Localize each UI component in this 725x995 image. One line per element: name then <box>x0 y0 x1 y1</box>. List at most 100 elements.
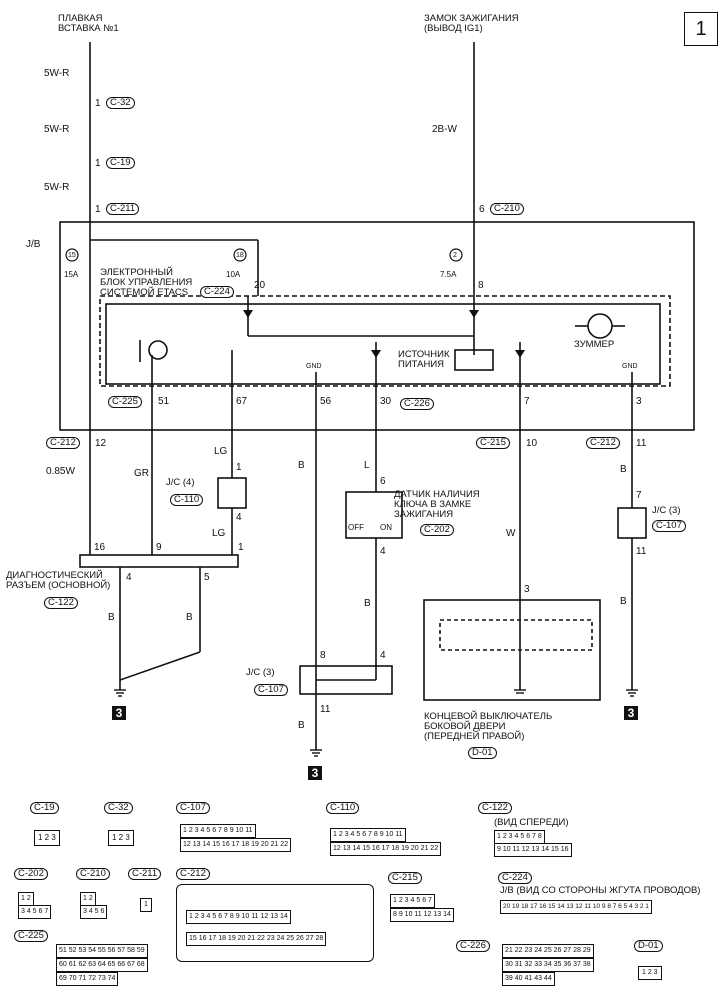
gnd-label: GND <box>306 363 322 370</box>
pin-label: 4 <box>380 650 386 661</box>
wire-label: 0.85W <box>46 466 75 477</box>
switch-off-label: OFF <box>348 523 364 532</box>
connector-caption: J/B (ВИД СО СТОРОНЫ ЖГУТА ПРОВОДОВ) <box>500 885 701 896</box>
connector-tag: C-212 <box>176 868 210 880</box>
jc3-label: J/C (3) <box>246 667 275 678</box>
wire-label: LG <box>212 528 226 539</box>
ignition-title: ЗАМОК ЗАЖИГАНИЯ (ВЫВОД IG1) <box>424 13 519 34</box>
ground-marker: 3 <box>112 706 126 720</box>
pin-label: 51 <box>158 396 170 407</box>
pin-label: 1 <box>95 204 101 215</box>
etacs-inner-box <box>105 303 661 385</box>
connector-tag: C-19 <box>30 802 59 814</box>
connector-pinout-row: 8 9 10 11 12 13 14 <box>390 908 454 922</box>
connector-pinout-row: 69 70 71 72 73 74 <box>56 972 119 986</box>
wire-label: B <box>108 612 115 623</box>
connector-pinout-row: 3 4 5 6 7 <box>18 905 52 919</box>
connector-tag: C-122 <box>44 597 78 609</box>
connector-caption: (ВИД СПЕРЕДИ) <box>494 817 569 828</box>
fuse-number: 2 <box>453 252 457 259</box>
switch-on-label: ON <box>380 523 392 532</box>
fuse-amp: 15A <box>64 270 79 279</box>
pin-label: 4 <box>380 546 386 557</box>
connector-tag: C-211 <box>128 868 162 880</box>
connector-pinout-row: 1 2 3 4 5 6 7 8 9 10 11 12 13 14 <box>186 910 291 924</box>
pin-label: 11 <box>636 546 647 557</box>
connector-tag: C-107 <box>176 802 210 814</box>
pin-label: 56 <box>320 396 332 407</box>
pin-label: 6 <box>479 204 485 215</box>
jc4-label: J/C (4) <box>166 477 195 488</box>
pin-label: 3 <box>636 396 642 407</box>
fuse-number: 15 <box>68 252 76 259</box>
connector-tag: C-202 <box>14 868 48 880</box>
key-sensor-label: ДАТЧИК НАЛИЧИЯ КЛЮЧА В ЗАМКЕ ЗАЖИГАНИЯ <box>394 489 480 520</box>
fuse-amp: 10A <box>226 270 241 279</box>
pin-label: 11 <box>636 438 647 449</box>
pin-label: 4 <box>236 512 242 523</box>
fuse-amp: 7.5A <box>440 270 457 279</box>
connector-pinout-row: 1 2 3 4 5 6 7 8 9 10 11 <box>180 824 256 838</box>
pin-label: 10 <box>526 438 538 449</box>
pin-label: 9 <box>156 542 162 553</box>
connector-tag: C-122 <box>478 802 512 814</box>
pin-label: 1 <box>95 98 101 109</box>
wire-label: B <box>364 598 371 609</box>
connector-tag: D-01 <box>468 747 497 759</box>
jb-label: J/B <box>26 239 41 250</box>
connector-tag: C-32 <box>104 802 133 814</box>
pin-label: 3 <box>524 584 530 595</box>
connector-pinout: 1 2 3 <box>638 966 662 980</box>
connector-pinout-row: 12 13 14 15 16 17 18 19 20 21 22 <box>180 838 292 852</box>
wire-label: L <box>364 460 370 471</box>
connector-pinout-row: 39 40 41 43 44 <box>502 972 555 986</box>
connector-tag: C-212 <box>46 437 80 449</box>
pin-label: 1 <box>238 542 244 553</box>
pin-label: 7 <box>524 396 530 407</box>
etacs-box <box>99 295 671 387</box>
connector-pinout-row: 9 10 11 12 13 14 15 16 <box>494 843 572 857</box>
connector-tag: C-215 <box>476 437 510 449</box>
connector-pinout-row: 12 13 14 15 16 17 18 19 20 21 22 <box>330 842 442 856</box>
wire-label: 5W-R <box>44 182 70 193</box>
ground-marker: 3 <box>624 706 638 720</box>
wire-label: 5W-R <box>44 124 70 135</box>
connector-tag: C-226 <box>456 940 490 952</box>
connector-tag: D-01 <box>634 940 663 952</box>
page-number: 1 <box>684 12 718 46</box>
connector-pinout-row: 60 61 62 63 64 65 66 67 68 <box>56 958 148 972</box>
pin-label: 7 <box>636 490 642 501</box>
door-switch-label: КОНЦЕВОЙ ВЫКЛЮЧАТЕЛЬ БОКОВОЙ ДВЕРИ (ПЕРЕ… <box>424 711 553 742</box>
etacs-label: ЭЛЕКТРОННЫЙ БЛОК УПРАВЛЕНИЯ СИСТЕМОЙ ETA… <box>100 267 193 298</box>
wire-label: LG <box>214 446 228 457</box>
pin-label: 67 <box>236 396 248 407</box>
wire-label: B <box>298 720 305 731</box>
pin-label: 11 <box>320 704 331 715</box>
connector-tag: C-19 <box>106 157 135 169</box>
connector-pinout-row: 21 22 23 24 25 26 27 28 29 <box>502 944 594 958</box>
wire-label: B <box>186 612 193 623</box>
gnd-label: GND <box>622 363 638 370</box>
connector-tag: C-211 <box>106 203 140 215</box>
jc3-label: J/C (3) <box>652 505 681 516</box>
connector-tag: C-225 <box>14 930 48 942</box>
pin-label: 30 <box>380 396 392 407</box>
wire-label: 2B-W <box>432 124 457 135</box>
connector-tag: C-210 <box>490 203 524 215</box>
wire-label: B <box>298 460 305 471</box>
ground-marker: 3 <box>308 766 322 780</box>
buzzer-label: ЗУММЕР <box>574 339 615 350</box>
connector-tag: C-110 <box>170 494 204 506</box>
connector-pinout-row: 1 2 3 4 5 6 7 8 9 10 11 <box>330 828 406 842</box>
connector-tag: C-210 <box>76 868 110 880</box>
pin-label: 12 <box>95 438 107 449</box>
pin-label: 1 <box>236 462 242 473</box>
wire-label: B <box>620 596 627 607</box>
pin-label: 4 <box>126 572 132 583</box>
connector-tag: C-107 <box>254 684 288 696</box>
pin-label: 8 <box>478 280 484 291</box>
fuse-number: 18 <box>236 252 244 259</box>
pin-label: 8 <box>320 650 326 661</box>
connector-pinout-row: 30 31 32 33 34 35 36 37 38 <box>502 958 594 972</box>
